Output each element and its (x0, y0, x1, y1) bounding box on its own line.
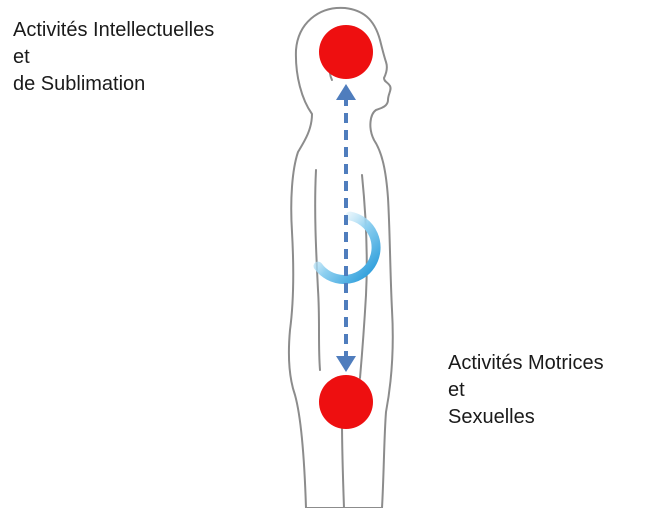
base-energy-center (319, 375, 373, 429)
head-energy-center (319, 25, 373, 79)
